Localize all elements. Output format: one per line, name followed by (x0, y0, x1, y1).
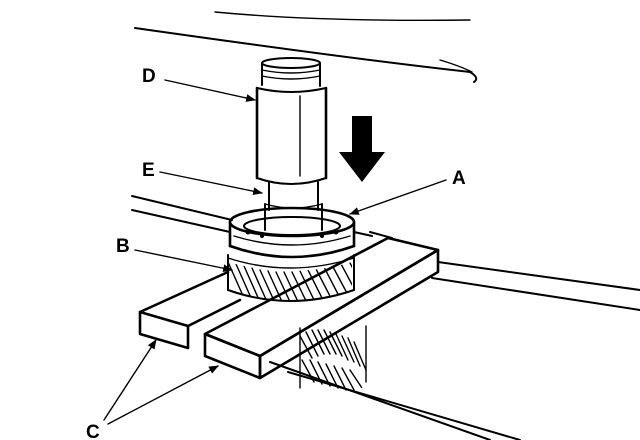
callout-leaders (103, 79, 447, 425)
callout-c: C (86, 422, 100, 440)
bearing (228, 206, 356, 259)
support-plates (138, 231, 440, 380)
workbench-rails (131, 195, 640, 440)
callout-b: B (116, 236, 130, 257)
down-arrow-icon (339, 116, 385, 182)
callout-e: E (142, 160, 155, 181)
helical-gear (227, 254, 355, 302)
callout-d: D (142, 66, 156, 87)
press-ram (255, 57, 328, 185)
lower-gear (299, 325, 367, 391)
callout-a: A (452, 168, 466, 189)
press-attachment (264, 181, 323, 231)
press-frame (134, 11, 478, 83)
